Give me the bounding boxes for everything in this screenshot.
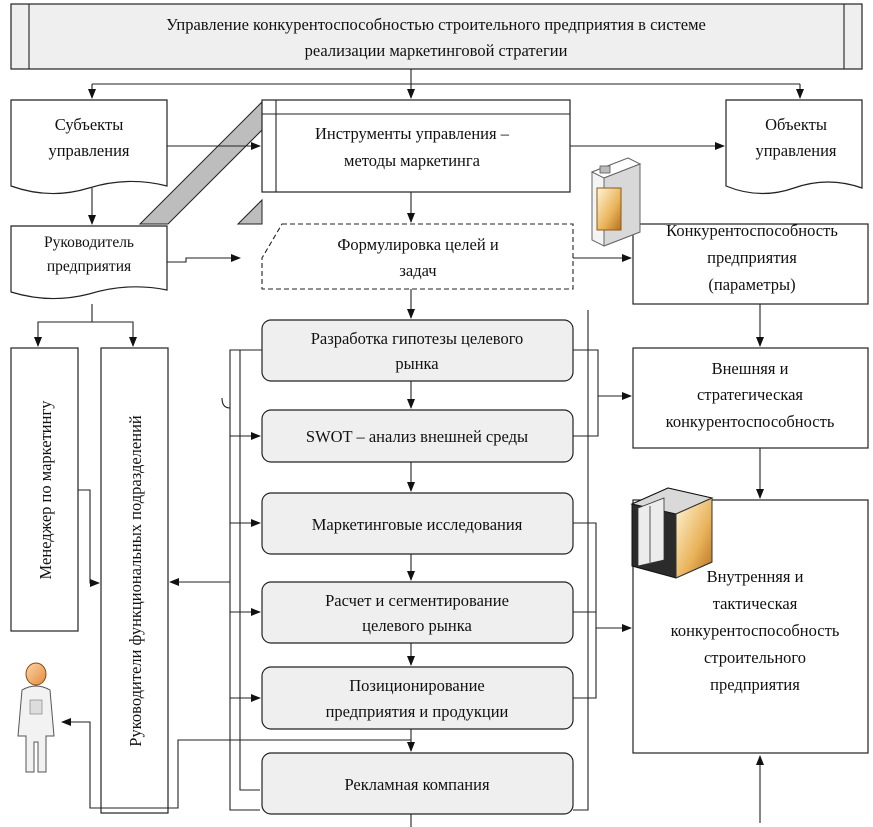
goals-line-1: Формулировка целей и: [337, 235, 498, 254]
external-line-2: стратегическая: [697, 385, 803, 404]
objects-box: Объекты управления: [725, 99, 863, 195]
step-hypothesis-line-1: Разработка гипотезы целевого: [311, 329, 524, 348]
head-line-1: Руководитель: [44, 234, 134, 251]
subjects-box: Субъекты управления: [10, 99, 168, 195]
departments-label: Руководители функциональных подразделени…: [126, 415, 145, 747]
step-advertising: Рекламная компания: [261, 752, 574, 815]
step-swot: SWOT – анализ внешней среды: [261, 409, 574, 463]
internal-line-2: тактическая: [713, 594, 798, 613]
competitiveness-box: Конкурентоспособность предприятия (парам…: [632, 221, 869, 305]
document-icon: [590, 157, 642, 247]
step-hypothesis: Разработка гипотезы целевого рынка: [261, 319, 574, 382]
instruments-box: Инструменты управления – методы маркетин…: [261, 99, 571, 193]
objects-line-1: Объекты: [765, 115, 827, 134]
person-icon: [17, 662, 55, 773]
external-line-1: Внешняя и: [712, 359, 789, 378]
goals-box: Формулировка целей и задач: [261, 223, 574, 290]
internal-line-4: строительного: [704, 648, 806, 667]
step-positioning-line-2: предприятия и продукции: [326, 702, 509, 721]
step-segmentation-line-2: целевого рынка: [362, 616, 472, 635]
internal-line-3: конкурентоспособность: [671, 621, 840, 640]
step-segmentation-line-1: Расчет и сегментирование: [325, 591, 509, 610]
competitiveness-line-3: (параметры): [708, 275, 795, 294]
head-box: Руководитель предприятия: [10, 225, 168, 300]
step-positioning: Позиционирование предприятия и продукции: [261, 666, 574, 730]
step-hypothesis-line-2: рынка: [395, 354, 439, 373]
competitiveness-line-2: предприятия: [707, 248, 797, 267]
instruments-line-1: Инструменты управления –: [315, 124, 510, 143]
title-box: Управление конкурентоспособностью строит…: [10, 3, 863, 70]
server-icon: [630, 487, 714, 579]
objects-line-2: управления: [755, 141, 836, 160]
external-box: Внешняя и стратегическая конкурентоспосо…: [632, 347, 869, 449]
step-positioning-line-1: Позиционирование: [349, 676, 484, 695]
subjects-line-1: Субъекты: [55, 115, 124, 134]
title-line-1: Управление конкурентоспособностью строит…: [166, 15, 706, 34]
manager-label: Менеджер по маркетингу: [36, 400, 55, 580]
title-line-2: реализации маркетинговой стратегии: [305, 41, 568, 60]
departments-box: Руководители функциональных подразделени…: [100, 347, 169, 814]
step-swot-label: SWOT – анализ внешней среды: [306, 427, 528, 446]
internal-line-5: предприятия: [710, 675, 800, 694]
instruments-line-2: методы маркетинга: [344, 151, 481, 170]
goals-line-2: задач: [399, 261, 436, 280]
step-segmentation: Расчет и сегментирование целевого рынка: [261, 581, 574, 644]
competitiveness-line-1: Конкурентоспособность: [666, 221, 838, 240]
subjects-line-2: управления: [48, 141, 129, 160]
step-advertising-label: Рекламная компания: [344, 775, 490, 794]
step-research-label: Маркетинговые исследования: [312, 515, 523, 534]
external-line-3: конкурентоспособность: [666, 412, 835, 431]
head-line-2: предприятия: [47, 258, 131, 275]
manager-box: Менеджер по маркетингу: [10, 347, 79, 632]
step-research: Маркетинговые исследования: [261, 492, 574, 555]
internal-box: Внутренняя и тактическая конкурентоспосо…: [632, 499, 869, 754]
internal-line-1: Внутренняя и: [707, 567, 804, 586]
